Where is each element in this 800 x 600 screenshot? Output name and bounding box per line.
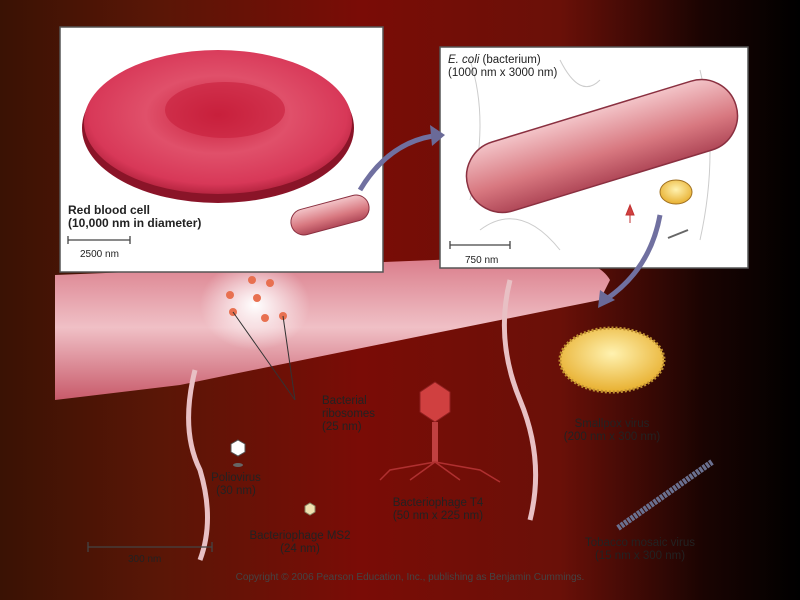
ecoli-name-italic: E. coli	[448, 54, 480, 66]
tobacco-mosaic-virus	[616, 459, 714, 531]
tmv-size: (15 nm x 300 nm)	[594, 550, 686, 562]
smallpox-name: Smallpox virus	[574, 418, 650, 430]
cell-band	[55, 255, 610, 400]
t4-label: Bacteriophage T4(50 nm x 225 nm)	[393, 497, 484, 523]
smallpox-size: (200 nm x 300 nm)	[563, 431, 661, 443]
tmv-name: Tobacco mosaic virus	[585, 537, 695, 549]
ribosomes-name-2: ribosomes	[322, 408, 376, 420]
smallpox-virus	[558, 326, 666, 394]
polio-name: Poliovirus	[211, 472, 261, 484]
tmv-label: Tobacco mosaic virus(15 nm x 300 nm)	[585, 537, 695, 563]
ribosomes-name-1: Bacterial	[322, 395, 367, 407]
ms2-phage	[304, 502, 316, 516]
ecoli-size: (1000 nm x 3000 nm)	[448, 67, 558, 79]
t4-phage	[379, 381, 501, 483]
rbc-label: Red blood cell(10,000 nm in diameter)	[68, 204, 201, 230]
t4-size: (50 nm x 225 nm)	[392, 510, 484, 522]
poliovirus-label: Poliovirus(30 nm)	[211, 472, 261, 498]
ecoli-scale-label: 750 nm	[465, 255, 499, 266]
poliovirus	[230, 439, 246, 457]
ecoli-label: E. coli (bacterium)(1000 nm x 3000 nm)	[448, 54, 557, 80]
ribosomes-size: (25 nm)	[322, 421, 362, 433]
copyright: Copyright © 2006 Pearson Education, Inc.…	[235, 572, 585, 583]
ecoli-name-rest: (bacterium)	[479, 54, 541, 66]
ms2-label: Bacteriophage MS2(24 nm)	[249, 530, 350, 556]
smallpox-label: Smallpox virus(200 nm x 300 nm)	[564, 418, 661, 444]
rbc-scale-label: 2500 nm	[80, 249, 119, 260]
rbc-size: (10,000 nm in diameter)	[68, 216, 202, 230]
polio-size: (30 nm)	[216, 485, 256, 497]
ribosomes	[226, 276, 287, 322]
t4-name: Bacteriophage T4	[392, 497, 484, 509]
main-scale-label: 300 nm	[128, 554, 162, 565]
rbc-name: Red blood cell	[68, 203, 151, 217]
ms2-size: (24 nm)	[280, 543, 320, 555]
ms2-name: Bacteriophage MS2	[249, 530, 351, 542]
